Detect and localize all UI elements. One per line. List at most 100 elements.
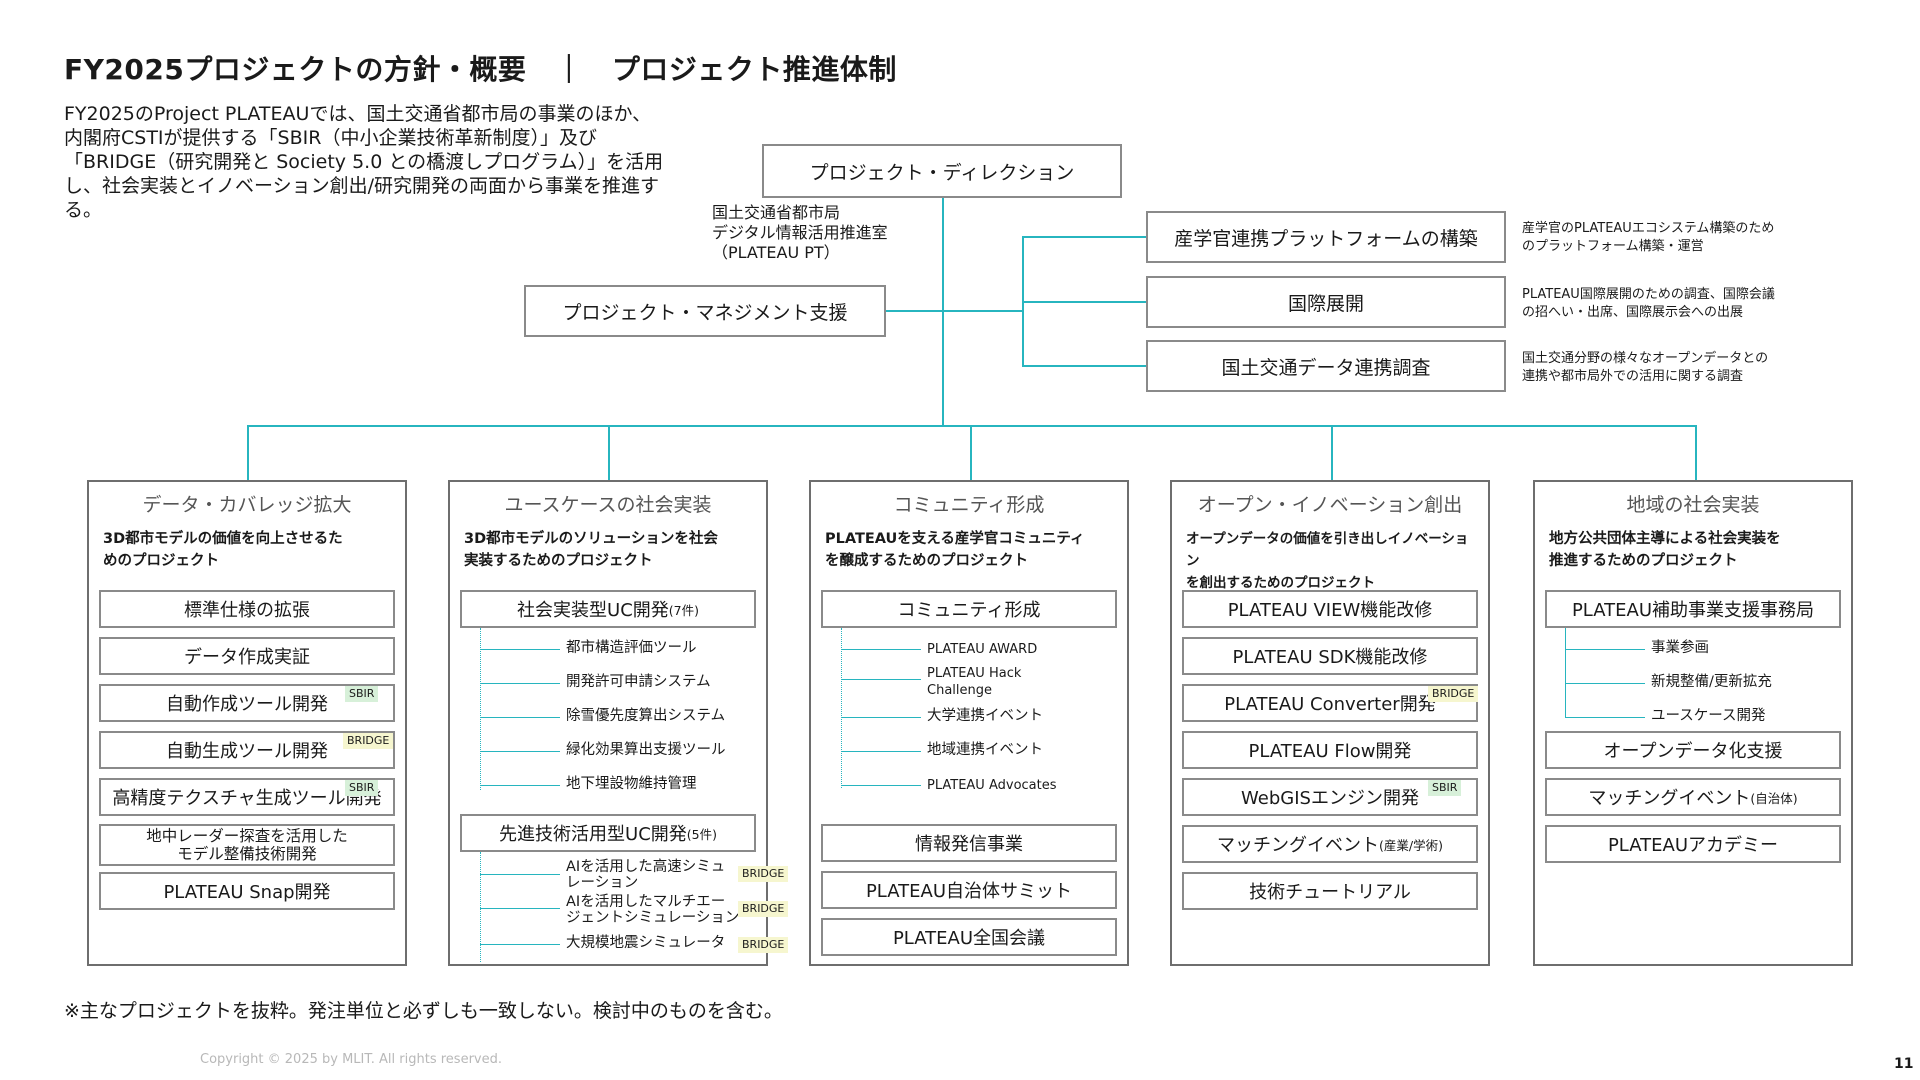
tree-branch [480, 683, 560, 684]
connector-branch-1 [1022, 236, 1146, 238]
sub-project: 緑化効果算出支援ツール [566, 742, 726, 758]
column-usecase: ユースケースの社会実装 3D都市モデルのソリューションを社会 実装するためのプロ… [448, 480, 789, 966]
item-label: PLATEAU全国会議 [892, 928, 1046, 949]
branch-note: 産学官のPLATEAUエコシステム構築のため のプラットフォーム構築・運営 [1522, 220, 1774, 256]
note-line: 連携や都市局外での活用に関する調査 [1522, 369, 1744, 384]
desc-line: めのプロジェクト [103, 553, 219, 569]
tree-branch [480, 908, 560, 909]
note-line: のプラットフォーム構築・運営 [1522, 239, 1704, 254]
column-community: コミュニティ形成 PLATEAUを支える産学官コミュニティ を醸成するためのプロ… [809, 480, 1129, 966]
item-label: 情報発信事業 [915, 834, 1023, 855]
column-data-coverage: データ・カバレッジ拡大 3D都市モデルの価値を向上させるた めのプロジェクト 標… [87, 480, 407, 966]
project-item: PLATEAU自治体サミット [821, 871, 1117, 909]
page-title: FY2025プロジェクトの方針・概要 ｜ プロジェクト推進体制 [64, 53, 897, 86]
connector-col-1 [247, 425, 249, 481]
item-label: PLATEAU SDK機能改修 [1232, 647, 1428, 668]
connector-management [886, 310, 942, 312]
bridge-badge: BRIDGE [738, 866, 789, 882]
group-label: 先進技術活用型UC開発 [499, 824, 687, 845]
column-title: オープン・イノベーション創出 [1197, 494, 1463, 516]
sub-project: PLATEAU Advocates [927, 778, 1057, 793]
bridge-badge: BRIDGE [738, 901, 789, 917]
tree-line [480, 628, 481, 790]
sub-line: PLATEAU Hack [927, 666, 1022, 681]
project-item: オープンデータ化支援 [1545, 731, 1841, 769]
desc-line: 実装するためのプロジェクト [464, 553, 653, 569]
sub-project: 地下埋設物維持管理 [566, 776, 697, 792]
column-open-innovation: オープン・イノベーション創出 オープンデータの価値を引き出しイノベーション を創… [1170, 480, 1490, 966]
project-item: PLATEAUアカデミー [1545, 825, 1841, 863]
sub-project: PLATEAU Hack Challenge [927, 665, 1021, 699]
branch-note: 国土交通分野の様々なオープンデータとの 連携や都市局外での活用に関する調査 [1522, 350, 1768, 386]
item-label: 自動生成ツール開発 [166, 741, 328, 762]
column-title: データ・カバレッジ拡大 [142, 494, 352, 516]
tree-branch [841, 751, 921, 752]
project-item: PLATEAU Converter開発 [1182, 684, 1478, 722]
mlit-line: 国土交通省都市局 [712, 203, 841, 222]
connector-col-4 [1331, 425, 1333, 481]
sub-project: 大学連携イベント [927, 708, 1043, 724]
tree-branch [480, 717, 560, 718]
branch-box: 国土交通データ連携調査 [1146, 340, 1506, 392]
tree-line [841, 628, 842, 788]
note-line: の招へい・出席、国際展示会への出展 [1522, 305, 1744, 320]
item-note: (産業/学術) [1379, 837, 1443, 853]
tree-branch [480, 649, 560, 650]
item-label: マッチングイベント [1217, 835, 1380, 856]
project-item: マッチングイベント(産業/学術) [1182, 825, 1478, 863]
direction-box: プロジェクト・ディレクション [762, 144, 1122, 198]
sbir-badge: SBIR [1428, 780, 1462, 796]
branch-label: 国土交通データ連携調査 [1221, 356, 1431, 379]
tree-branch [480, 944, 560, 945]
sub-line: AIを活用した高速シミュ [566, 859, 726, 875]
project-item: 自動作成ツール開発 [99, 684, 395, 722]
connector-col-3 [970, 425, 972, 481]
desc-line: 推進するためのプロジェクト [1549, 553, 1738, 569]
group-label: 社会実装型UC開発 [517, 600, 669, 621]
item-label: モデル整備技術開発 [177, 845, 317, 863]
sub-project: 地域連携イベント [927, 742, 1043, 758]
tree-line [480, 852, 481, 962]
column-title: 地域の社会実装 [1626, 494, 1760, 516]
bridge-badge: BRIDGE [738, 937, 789, 953]
item-label: WebGISエンジン開発 [1241, 788, 1419, 809]
sub-line: AIを活用したマルチエー [566, 894, 726, 910]
sub-project: 除雪優先度算出システム [566, 708, 726, 724]
project-item: PLATEAU Flow開発 [1182, 731, 1478, 769]
project-item: PLATEAU全国会議 [821, 918, 1117, 956]
connector-col-2 [608, 425, 610, 481]
project-item: PLATEAU SDK機能改修 [1182, 637, 1478, 675]
tree-branch [841, 785, 921, 786]
column-desc: 3D都市モデルの価値を向上させるた めのプロジェクト [103, 528, 395, 572]
desc-line: を創出するためのプロジェクト [1186, 575, 1375, 591]
sub-project: AIを活用したマルチエー ジェントシミュレーション [566, 894, 739, 926]
bridge-badge: BRIDGE [1428, 686, 1479, 702]
management-label: プロジェクト・マネジメント支援 [562, 301, 848, 324]
group-header: 先進技術活用型UC開発(5件) [460, 814, 756, 852]
item-label: マッチングイベント [1588, 788, 1751, 809]
tree-branch [841, 649, 921, 650]
item-label: 高精度テクスチャ生成ツール開発 [112, 788, 382, 809]
mlit-line: デジタル情報活用推進室 [712, 223, 888, 242]
branch-note: PLATEAU国際展開のための調査、国際会議 の招へい・出席、国際展示会への出展 [1522, 286, 1775, 322]
connector-branch-2 [1022, 301, 1146, 303]
group-header: 社会実装型UC開発(7件) [460, 590, 756, 628]
group-count: (5件) [686, 826, 717, 842]
column-title: コミュニティ形成 [893, 494, 1045, 516]
desc-line: 3D都市モデルの価値を向上させるた [103, 531, 343, 547]
item-label: 地中レーダー探査を活用した [146, 827, 348, 845]
item-label: データ作成実証 [184, 647, 310, 668]
sbir-badge: SBIR [345, 686, 379, 702]
tree-line [1565, 628, 1566, 718]
item-label: PLATEAU VIEW機能改修 [1227, 600, 1433, 621]
project-item: データ作成実証 [99, 637, 395, 675]
desc-line: を醸成するためのプロジェクト [825, 553, 1028, 569]
tree-branch [841, 679, 921, 680]
item-label: PLATEAU Snap開発 [163, 882, 331, 903]
copyright: Copyright © 2025 by MLIT. All rights res… [200, 1052, 502, 1067]
item-label: PLATEAU Converter開発 [1224, 694, 1436, 715]
bridge-badge: BRIDGE [343, 733, 394, 749]
sub-project: 開発許可申請システム [566, 674, 711, 690]
desc-line: PLATEAUを支える産学官コミュニティ [825, 531, 1085, 547]
column-desc: オープンデータの価値を引き出しイノベーション を創出するためのプロジェクト [1186, 528, 1478, 594]
